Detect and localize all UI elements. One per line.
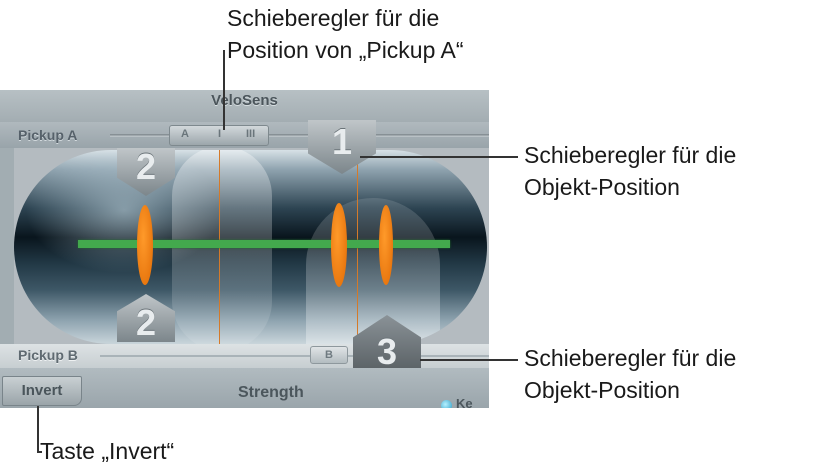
string-line <box>78 240 450 248</box>
pickup-a-rail-line <box>110 134 489 137</box>
pickup-a-mark-i: I <box>218 128 222 140</box>
callout-pickup-a-line2: Position von „Pickup A“ <box>227 37 464 63</box>
string-tube-display <box>14 150 487 344</box>
pickup-b-label: Pickup B <box>18 347 78 363</box>
pickup-a-mark-iii: III <box>246 128 256 140</box>
pickup-b-rail-line <box>100 355 489 357</box>
pickup-a-mark-a: A <box>181 128 189 140</box>
leader-object-3 <box>420 359 518 361</box>
object-3-ellipse <box>379 205 393 285</box>
strength-label: Strength <box>238 384 304 401</box>
callout-object-3: Schieberegler für die Objekt-Position <box>524 342 736 406</box>
pickup-a-label: Pickup A <box>18 127 78 143</box>
pickup-b-position-slider[interactable]: B <box>310 346 348 364</box>
velosens-band: VeloSens <box>0 90 489 122</box>
pickup-b-field <box>306 198 440 344</box>
keyscale-led-icon[interactable] <box>441 400 452 408</box>
leader-object-1 <box>360 156 518 158</box>
left-side-strip <box>0 148 14 344</box>
callout-object-3-line2: Objekt-Position <box>524 377 680 403</box>
callout-object-3-line1: Schieberegler für die <box>524 345 737 371</box>
velosens-label: VeloSens <box>211 92 278 109</box>
object-2-ellipse <box>137 205 153 285</box>
callout-pickup-a-line1: Schieberegler für die <box>227 5 440 31</box>
leader-invert-horizontal <box>37 451 42 453</box>
callout-invert: Taste „Invert“ <box>40 438 175 464</box>
pickup-a-position-slider[interactable]: A I III <box>169 125 269 146</box>
sculpture-pickup-panel: VeloSens Pickup A A I III 1 2 2 Pickup B… <box>0 90 489 408</box>
keyscale-label: Ke <box>456 396 473 408</box>
callout-object-1: Schieberegler für die Objekt-Position <box>524 139 736 203</box>
callout-object-1-line2: Objekt-Position <box>524 174 680 200</box>
invert-button[interactable]: Invert <box>2 376 82 406</box>
callout-pickup-a: Schieberegler für die Position von „Pick… <box>227 2 464 66</box>
leader-invert-vertical <box>37 406 39 452</box>
leader-pickup-a <box>223 50 225 130</box>
callout-object-1-line1: Schieberegler für die <box>524 142 737 168</box>
object-1-ellipse <box>331 203 347 287</box>
